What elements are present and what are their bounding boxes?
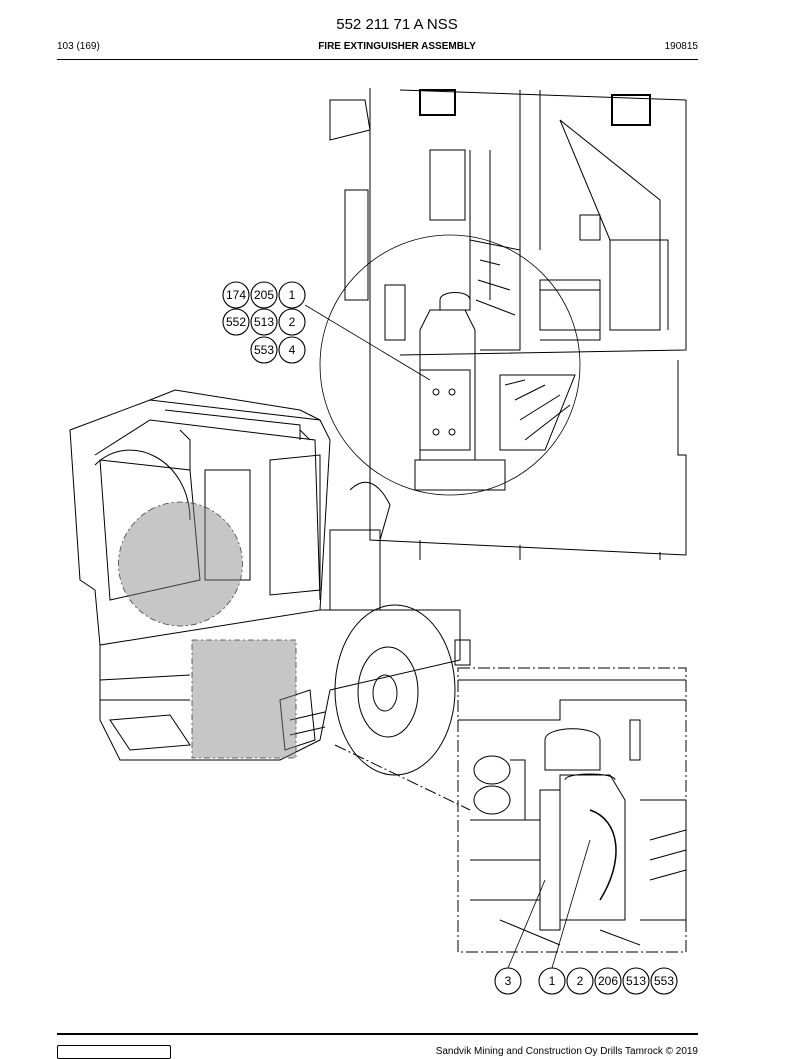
footer-rule [57,1033,698,1035]
callout-205: 205 [250,281,278,309]
svg-text:553: 553 [654,974,674,988]
callout-4: 4 [278,336,306,364]
callout-bottom-206: 206 [594,967,622,995]
svg-text:2: 2 [577,974,584,988]
svg-text:2: 2 [289,315,296,329]
callout-bottom-513: 513 [622,967,650,995]
footer-copyright: Sandvik Mining and Construction Oy Drill… [435,1046,698,1057]
callout-bottom-3: 3 [494,967,522,995]
lower-detail-view [457,667,687,953]
detail-link-line [334,744,471,811]
callout-1: 1 [278,281,306,309]
leader-line-bottom-1 [551,839,591,969]
document-date: 190815 [664,41,698,52]
page-number: 103 (169) [57,41,100,52]
svg-text:3: 3 [505,974,512,988]
callout-2: 2 [278,308,306,336]
svg-text:206: 206 [598,974,618,988]
callout-group-bottom: 3 1 2 206 513 553 [494,967,678,995]
callout-bottom-1: 1 [538,967,566,995]
highlight-area-step [191,639,297,759]
document-number: 552 211 71 A NSS [336,16,458,33]
svg-text:174: 174 [226,288,246,302]
svg-text:553: 553 [254,343,274,357]
header-rule [57,59,698,60]
svg-text:1: 1 [549,974,556,988]
callout-174: 174 [222,281,250,309]
callout-bottom-2: 2 [566,967,594,995]
callout-553: 553 [250,336,278,364]
magnified-detail-circle [319,234,601,496]
leader-line-top [304,304,431,381]
svg-text:552: 552 [226,315,246,329]
brand-logo [57,1045,171,1059]
svg-text:513: 513 [254,315,274,329]
callout-group-top: 174 205 1 552 513 2 553 4 [222,281,306,364]
callout-513: 513 [250,308,278,336]
highlight-area-cab [118,501,243,627]
callout-552: 552 [222,308,250,336]
upper-detail-view [329,88,687,560]
svg-text:205: 205 [254,288,274,302]
callout-bottom-553: 553 [650,967,678,995]
section-title: FIRE EXTINGUISHER ASSEMBLY [318,41,476,52]
svg-text:4: 4 [289,343,296,357]
svg-text:513: 513 [626,974,646,988]
main-machine-view [69,389,471,776]
svg-text:1: 1 [289,288,296,302]
leader-line-bottom-3 [507,879,546,969]
